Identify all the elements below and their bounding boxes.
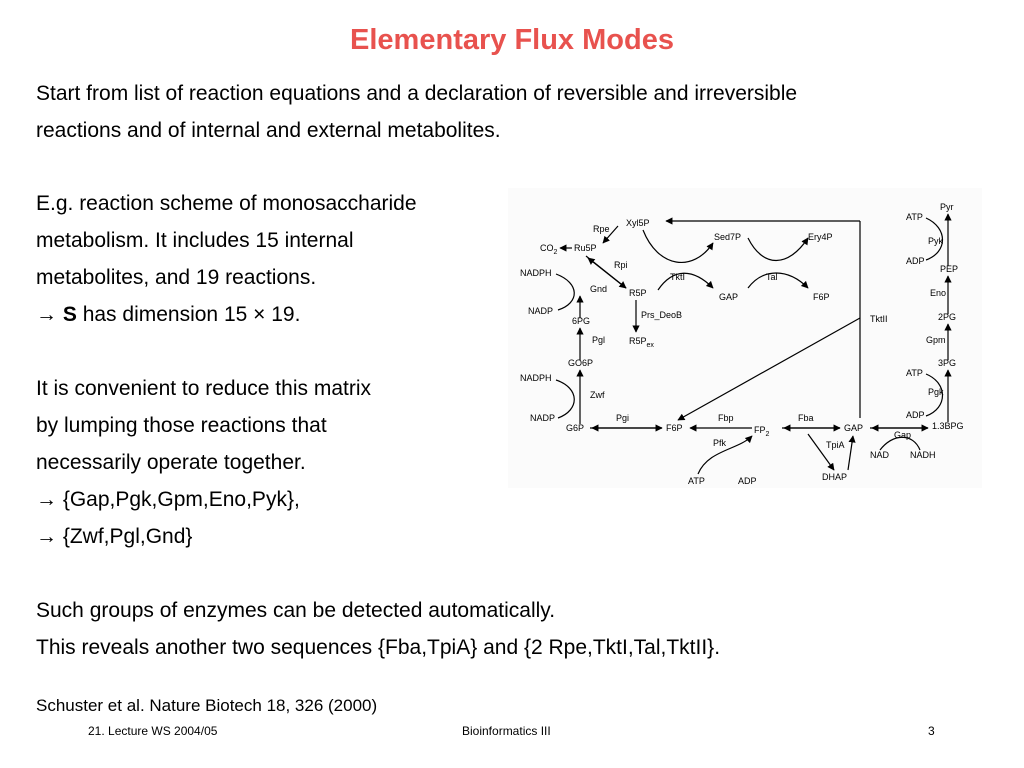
label-nadp-2: NADP xyxy=(530,413,555,423)
arrow-symbol: → xyxy=(36,525,57,548)
slide-title: Elementary Flux Modes xyxy=(350,24,674,56)
intro-line-2: reactions and of internal and external m… xyxy=(36,119,501,142)
label-ery4p: Ery4P xyxy=(808,232,833,242)
label-pgk: Pgk xyxy=(928,387,944,397)
label-adp-2: ADP xyxy=(906,410,925,420)
label-f6p-top: F6P xyxy=(813,292,830,302)
label-atp-bottom: ATP xyxy=(688,476,705,486)
dimension-line: → S has dimension 15 × 19. xyxy=(36,296,300,333)
group-2: {Zwf,Pgl,Gnd} xyxy=(57,525,193,548)
label-xyl5p: Xyl5P xyxy=(626,218,650,228)
footer-page-number: 3 xyxy=(928,724,935,738)
label-pyk: Pyk xyxy=(928,236,944,246)
label-nad: NAD xyxy=(870,450,890,460)
label-pep: PEP xyxy=(940,264,958,274)
diagram-background xyxy=(508,188,982,488)
label-ru5p: Ru5P xyxy=(574,243,597,253)
example-line-1: E.g. reaction scheme of monosaccharide xyxy=(36,192,417,215)
reaction-scheme-diagram: Xyl5P Rpe CO2 Ru5P Rpi R5P TktI Sed7P Ta… xyxy=(508,188,982,488)
group-1: {Gap,Pgk,Gpm,Eno,Pyk}, xyxy=(57,488,300,511)
label-adp-bottom: ADP xyxy=(738,476,757,486)
detect-line: Such groups of enzymes can be detected a… xyxy=(36,599,556,622)
reduce-line-2: by lumping those reactions that xyxy=(36,414,327,437)
example-line-3: metabolites, and 19 reactions. xyxy=(36,266,317,289)
label-rpe: Rpe xyxy=(593,224,610,234)
label-f6p: F6P xyxy=(666,423,683,433)
arrow-symbol: → xyxy=(36,488,57,511)
label-zwf: Zwf xyxy=(590,390,605,400)
dimension-text: has dimension 15 × 19. xyxy=(76,303,301,326)
label-r5pex: R5Pex xyxy=(629,336,654,349)
label-nadh: NADH xyxy=(910,450,936,460)
label-adp-1: ADP xyxy=(906,256,925,266)
label-nadp-1: NADP xyxy=(528,306,553,316)
label-pfk: Pfk xyxy=(713,438,727,448)
label-gpm: Gpm xyxy=(926,335,946,345)
label-go6p: GO6P xyxy=(568,358,593,368)
label-fba: Fba xyxy=(798,413,814,423)
label-tktii: TktII xyxy=(870,314,888,324)
arrow-symbol: → xyxy=(36,303,57,326)
label-fbp: Fbp xyxy=(718,413,734,423)
label-rpi: Rpi xyxy=(614,260,628,270)
label-pgl: Pgl xyxy=(592,335,605,345)
label-g6p: G6P xyxy=(566,423,584,433)
label-tkti: TktI xyxy=(670,272,685,282)
footer-lecture: 21. Lecture WS 2004/05 xyxy=(88,724,218,738)
label-gnd: Gnd xyxy=(590,284,607,294)
matrix-symbol: S xyxy=(62,303,77,326)
label-1-3bpg: 1.3BPG xyxy=(932,421,964,431)
label-nadph-1: NADPH xyxy=(520,268,552,278)
label-2pg: 2PG xyxy=(938,312,956,322)
group-line-2: → {Zwf,Pgl,Gnd} xyxy=(36,518,192,555)
reduce-line-1: It is convenient to reduce this matrix xyxy=(36,377,371,400)
reveal-line: This reveals another two sequences {Fba,… xyxy=(36,636,721,659)
footer-course: Bioinformatics III xyxy=(462,724,551,738)
label-sed7p: Sed7P xyxy=(714,232,741,242)
label-atp-1: ATP xyxy=(906,212,923,222)
label-eno: Eno xyxy=(930,288,946,298)
diagram-arrows xyxy=(555,213,952,475)
label-prs-deob: Prs_DeoB xyxy=(641,310,682,320)
label-nadph-2: NADPH xyxy=(520,373,552,383)
label-pgi: Pgi xyxy=(616,413,629,423)
label-tpia: TpiA xyxy=(826,440,845,450)
label-3pg: 3PG xyxy=(938,358,956,368)
example-line-2: metabolism. It includes 15 internal xyxy=(36,229,354,252)
label-gap-enzyme: Gap xyxy=(894,430,911,440)
label-6pg: 6PG xyxy=(572,316,590,326)
label-gap-top: GAP xyxy=(719,292,738,302)
label-tal: Tal xyxy=(766,272,778,282)
group-line-1: → {Gap,Pgk,Gpm,Eno,Pyk}, xyxy=(36,481,300,518)
label-dhap: DHAP xyxy=(822,472,847,482)
label-gap: GAP xyxy=(844,423,863,433)
reduce-line-3: necessarily operate together. xyxy=(36,451,306,474)
label-atp-2: ATP xyxy=(906,368,923,378)
intro-line-1: Start from list of reaction equations an… xyxy=(36,82,798,105)
reference: Schuster et al. Nature Biotech 18, 326 (… xyxy=(36,696,378,715)
label-fp2: FP2 xyxy=(754,425,770,438)
label-r5p: R5P xyxy=(629,288,647,298)
label-pyr: Pyr xyxy=(940,202,954,212)
label-co2: CO2 xyxy=(540,243,558,256)
